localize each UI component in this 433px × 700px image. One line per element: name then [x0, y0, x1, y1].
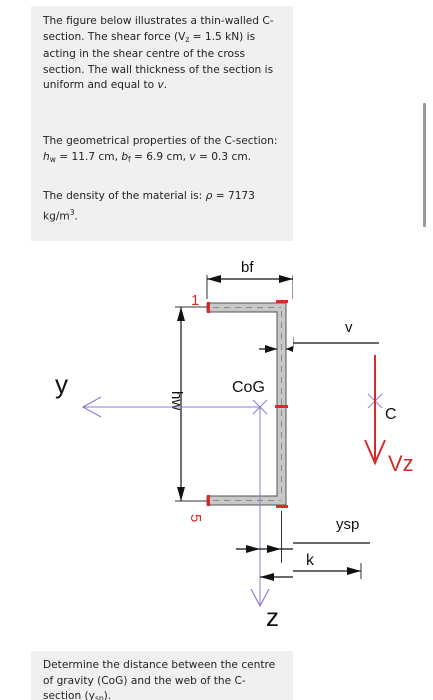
- point-1-mark: [207, 302, 210, 313]
- hw-arrow-bottom: [177, 487, 185, 501]
- figure-right-part: v C Vz ysp k: [293, 319, 414, 579]
- z-axis-arrowhead: [250, 588, 270, 608]
- question-text: Determine the distance between the centr…: [43, 659, 276, 700]
- shear-centre-label: C: [385, 406, 397, 423]
- cog-label: CoG: [232, 379, 265, 396]
- point-3-mark: [275, 405, 288, 408]
- point-2-mark: [276, 300, 288, 303]
- v-arrow-left: [265, 345, 277, 353]
- scrollbar-thumb[interactable]: [423, 103, 426, 227]
- hw-arrow-top: [177, 307, 185, 321]
- v-label: v: [345, 319, 353, 336]
- point-5-label: 5: [187, 514, 204, 522]
- ysp-label: ysp: [336, 516, 359, 533]
- c-section-diagram: bf hw y CoG z 1 2 3 4 5: [55, 259, 293, 632]
- vz-force-arrowhead: [364, 439, 386, 466]
- z-axis-label: z: [266, 602, 279, 632]
- hw-label: hw: [168, 391, 185, 410]
- y-axis-arrowhead: [81, 396, 102, 418]
- bf-label: bf: [241, 259, 254, 276]
- ysp-arrow-left: [246, 545, 260, 553]
- point-4-mark: [276, 505, 288, 508]
- c-section-shape: [206, 302, 287, 506]
- bf-arrow-left: [207, 275, 221, 283]
- question-card: The figure below illustrates a thin-wall…: [31, 6, 293, 700]
- point-1-label: 1: [191, 292, 199, 309]
- problem-intro: The figure below illustrates a thin-wall…: [43, 15, 274, 92]
- geometry-properties: The geometrical properties of the C-sect…: [43, 135, 278, 164]
- vz-label: Vz: [388, 451, 414, 476]
- ysp-arrow-right: [267, 545, 281, 553]
- c-section-figure: bf hw y CoG z 1 2 3 4 5: [31, 241, 293, 651]
- density-text: The density of the material is: ρ = 7173…: [43, 190, 255, 223]
- k-arrow-right: [347, 567, 361, 575]
- v-arrow-right: [286, 346, 293, 352]
- point-5-mark: [207, 495, 210, 506]
- k-arrow-left: [260, 573, 274, 581]
- k-label: k: [306, 552, 315, 569]
- bf-arrow-right: [279, 275, 293, 283]
- y-axis-label: y: [55, 369, 68, 399]
